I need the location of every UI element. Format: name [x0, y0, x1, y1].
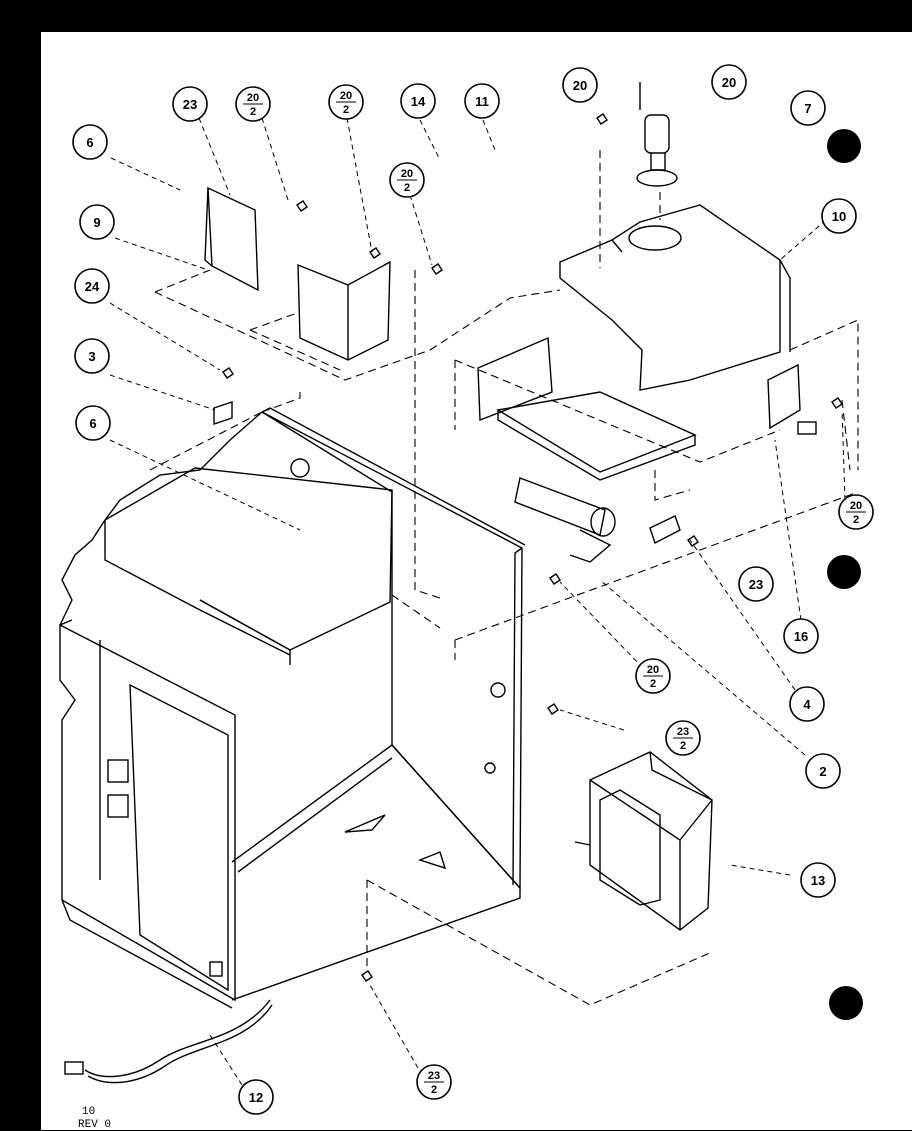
callout-23-right: 23 [738, 566, 774, 602]
cabinet-chassis [59, 407, 526, 1009]
callout-12: 12 [238, 1079, 274, 1115]
svg-text:20: 20 [340, 90, 352, 102]
power-cord-12 [64, 999, 273, 1084]
terminal-plate-16 [767, 363, 817, 435]
registration-dot-top [827, 129, 861, 163]
footer-revision: REV 0 [78, 1119, 112, 1131]
svg-text:20: 20 [573, 78, 587, 93]
callout-9: 9 [79, 204, 115, 240]
callout-4: 4 [789, 686, 825, 722]
svg-text:23: 23 [428, 1070, 440, 1082]
callout-20-top-right: 20 [711, 64, 747, 100]
svg-text:10: 10 [832, 209, 846, 224]
svg-text:4: 4 [803, 697, 811, 712]
callout-23-top: 23 [172, 86, 208, 122]
registration-dot-middle [827, 555, 861, 589]
svg-text:2: 2 [853, 514, 859, 526]
callouts: 23 202 202 14 11 20 20 7 6 9 10 202 24 3… [72, 64, 874, 1115]
svg-text:13: 13 [811, 873, 825, 888]
callout-10: 10 [821, 198, 857, 234]
callout-23-over-2-a: 232 [665, 720, 701, 756]
svg-text:12: 12 [249, 1090, 263, 1105]
capacitor-4 [514, 477, 681, 563]
svg-text:2: 2 [343, 104, 349, 116]
callout-3: 3 [74, 338, 110, 374]
svg-text:2: 2 [250, 106, 256, 118]
svg-text:2: 2 [404, 182, 410, 194]
assembly-lines [149, 150, 859, 1006]
svg-text:14: 14 [411, 94, 426, 109]
fan-motor-7 [636, 82, 678, 187]
callout-20-over-2-d: 202 [838, 494, 874, 530]
svg-text:23: 23 [183, 97, 197, 112]
leader-lines [109, 117, 846, 1086]
callout-11: 11 [464, 83, 500, 119]
svg-text:2: 2 [680, 740, 686, 752]
registration-dot-bottom [829, 986, 863, 1020]
svg-text:3: 3 [88, 349, 95, 364]
svg-text:11: 11 [475, 94, 489, 109]
transformer-13 [574, 751, 713, 931]
svg-text:2: 2 [431, 1084, 437, 1096]
callout-6-top: 6 [72, 124, 108, 160]
svg-text:20: 20 [247, 92, 259, 104]
registration-marks [827, 129, 863, 1020]
bracket-panel-9 [297, 260, 391, 361]
footer-sheet-number: 10 [82, 1106, 96, 1118]
control-board [477, 336, 697, 481]
side-panel-23 [204, 186, 259, 292]
svg-text:2: 2 [650, 678, 656, 690]
svg-text:6: 6 [86, 135, 93, 150]
screws [213, 113, 843, 982]
svg-text:2: 2 [819, 764, 826, 779]
svg-text:24: 24 [85, 279, 100, 294]
callout-24: 24 [74, 268, 110, 304]
callout-7: 7 [790, 90, 826, 126]
top-housing-10 [559, 204, 791, 391]
svg-text:23: 23 [677, 726, 689, 738]
svg-text:16: 16 [794, 629, 808, 644]
callout-14: 14 [400, 83, 436, 119]
callout-20-over-2-e: 202 [635, 658, 671, 694]
callout-13: 13 [800, 862, 836, 898]
callout-2: 2 [805, 753, 841, 789]
svg-text:20: 20 [722, 75, 736, 90]
svg-text:23: 23 [749, 577, 763, 592]
svg-text:20: 20 [647, 664, 659, 676]
callout-16: 16 [783, 618, 819, 654]
svg-text:20: 20 [401, 168, 413, 180]
callout-20-top-mid: 20 [562, 67, 598, 103]
callout-20-over-2-a: 202 [235, 86, 271, 122]
callout-23-over-2-b: 232 [416, 1064, 452, 1100]
svg-text:9: 9 [93, 215, 100, 230]
svg-text:20: 20 [850, 500, 862, 512]
svg-text:6: 6 [89, 416, 96, 431]
callout-20-over-2-b: 202 [328, 84, 364, 120]
callout-6-mid: 6 [75, 405, 111, 441]
svg-text:7: 7 [804, 101, 811, 116]
callout-20-over-2-c: 202 [389, 162, 425, 198]
